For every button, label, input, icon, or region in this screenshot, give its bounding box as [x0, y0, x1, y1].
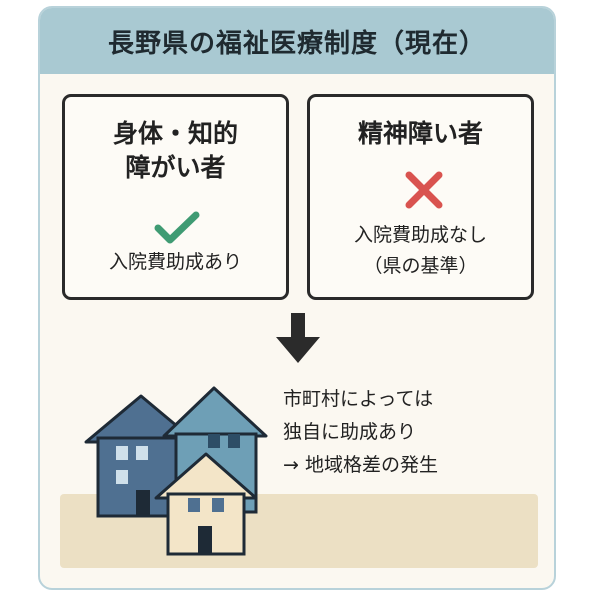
house-front — [154, 452, 258, 556]
note-line1: 市町村によっては — [283, 388, 434, 410]
mental-disability-box: 精神障い者 入院費助成なし （県の基準） — [307, 94, 534, 300]
physical-intellectual-box: 身体・知的 障がい者 入院費助成あり — [62, 94, 289, 300]
check-icon — [154, 211, 200, 244]
cross-icon — [405, 171, 443, 209]
header-bar: 長野県の福祉医療制度（現在） — [40, 8, 554, 74]
right-box-title: 精神障い者 — [357, 119, 483, 148]
houses-icon — [84, 386, 268, 556]
right-box-text-line1: 入院費助成なし — [353, 224, 487, 246]
left-box-title-line1: 身体・知的 — [112, 119, 238, 148]
info-card: 長野県の福祉医療制度（現在） 身体・知的 障がい者 入院費助成あり 精神障い者 … — [38, 6, 556, 590]
note-line2: 独自に助成あり — [283, 421, 417, 443]
note-text: 市町村によっては 独自に助成あり → 地域格差の発生 — [283, 383, 438, 482]
left-box-title-line2: 障がい者 — [125, 153, 226, 182]
note-line3: → 地域格差の発生 — [283, 454, 438, 476]
header-title: 長野県の福祉医療制度（現在） — [107, 28, 486, 59]
down-arrow-icon — [276, 313, 320, 363]
right-box-text-line2: （県の基準） — [363, 255, 478, 277]
left-box-text: 入院費助成あり — [108, 251, 242, 273]
